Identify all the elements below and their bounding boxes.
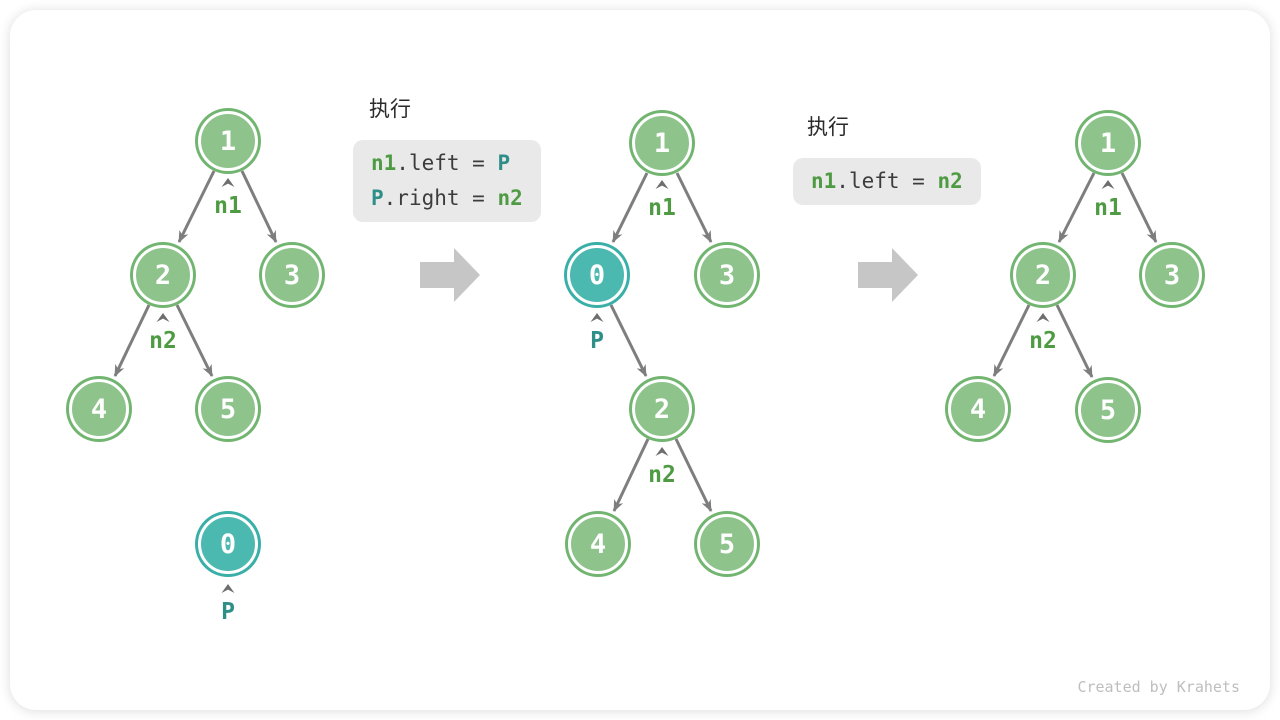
tree2-node-1: 1 — [632, 113, 692, 173]
tree1-edges — [113, 170, 278, 377]
tree1-node-3: 3 — [262, 245, 322, 305]
tree3-edge-2-4 — [992, 304, 1031, 377]
tree2-node-3: 3 — [697, 245, 757, 305]
up-arrow-icon — [655, 180, 669, 189]
code-token-left: .left = — [396, 151, 498, 175]
tree2-pointer-n1: n1 — [640, 179, 684, 220]
tree2-node-5: 5 — [697, 514, 757, 574]
pointer-label: n2 — [149, 328, 177, 354]
tree3-pointer-n2: n2 — [1021, 312, 1065, 353]
up-arrow-icon — [221, 178, 235, 187]
step2-transition-arrow-icon — [858, 248, 918, 302]
up-arrow-icon — [221, 584, 235, 593]
tree1-node-5: 5 — [198, 379, 258, 439]
code-token-n2: n2 — [497, 186, 523, 210]
pointer-label: P — [590, 328, 604, 354]
up-arrow-icon — [156, 313, 170, 322]
pointer-label: n1 — [214, 193, 242, 219]
step1-panel: 执行 n1.left = P P.right = n2 — [353, 97, 541, 222]
pointer-label: n2 — [648, 462, 676, 488]
tree3-node-5: 5 — [1078, 380, 1138, 440]
tree3-pointer-n1: n1 — [1086, 179, 1130, 220]
pointer-label: n2 — [1029, 328, 1057, 354]
step2-code-box: n1.left = n2 — [793, 158, 981, 205]
up-arrow-icon — [655, 447, 669, 456]
tree3-node-3: 3 — [1142, 245, 1202, 305]
tree3-node-1: 1 — [1078, 113, 1138, 173]
tree3-edge-1-3 — [1120, 172, 1158, 243]
pointer-label: P — [221, 599, 235, 625]
tree2-edge-1-0 — [611, 172, 649, 243]
up-arrow-icon — [1036, 313, 1050, 322]
up-arrow-icon — [1101, 180, 1115, 189]
tree1-pointer-n1: n1 — [206, 177, 250, 218]
up-arrow-icon — [590, 313, 604, 322]
tree2-pointer-n2: n2 — [640, 446, 684, 487]
tree2-node-2: 2 — [632, 379, 692, 439]
tree2-node-0: 0 — [567, 245, 627, 305]
tree1-edge-1-2 — [177, 170, 216, 243]
tree1-node-4: 4 — [69, 379, 129, 439]
tree1-node-1: 1 — [198, 111, 258, 171]
tree1-node-2: 2 — [133, 245, 193, 305]
tree3-node-2: 2 — [1013, 245, 1073, 305]
pointer-label: n1 — [1094, 195, 1122, 221]
tree1-edge-2-5 — [175, 304, 214, 377]
code-token-n2: n2 — [937, 169, 963, 193]
code-token-n1: n1 — [811, 169, 837, 193]
tree2-edge-2-4 — [612, 438, 650, 512]
code-token-p: P — [371, 186, 384, 210]
tree3-edge-2-5 — [1055, 304, 1094, 378]
step2-panel: 执行 n1.left = n2 — [793, 115, 981, 205]
tree1-edge-1-3 — [240, 170, 278, 243]
tree2-edges — [609, 172, 713, 512]
tree1-edge-2-4 — [113, 304, 151, 377]
tree2-pointer-p: P — [575, 312, 619, 353]
tree1-pointer-p: P — [206, 583, 250, 624]
code-token-right: .right = — [383, 186, 498, 210]
tree2-edge-1-3 — [675, 172, 713, 243]
code-line: n1.left = n2 — [811, 164, 963, 199]
tree3-edge-1-2 — [1057, 172, 1096, 243]
tree2-edge-2-5 — [674, 438, 713, 512]
code-line: P.right = n2 — [371, 181, 523, 216]
step1-title: 执行 — [369, 98, 411, 121]
tree1-node-0: 0 — [198, 514, 258, 574]
code-token-left: .left = — [836, 169, 938, 193]
tree3-node-4: 4 — [948, 379, 1008, 439]
step1-code-box: n1.left = P P.right = n2 — [353, 140, 541, 222]
code-line: n1.left = P — [371, 146, 523, 181]
tree1-pointer-n2: n2 — [141, 312, 185, 353]
code-token-p: P — [497, 151, 511, 175]
step1-transition-arrow-icon — [420, 248, 480, 302]
step2-title: 执行 — [807, 116, 849, 139]
tree3-edges — [992, 172, 1158, 378]
watermark: Created by Krahets — [1077, 678, 1240, 696]
pointer-label: n1 — [648, 195, 676, 221]
tree2-edge-0-2 — [609, 304, 648, 377]
tree2-node-4: 4 — [568, 514, 628, 574]
code-token-n1: n1 — [371, 151, 397, 175]
